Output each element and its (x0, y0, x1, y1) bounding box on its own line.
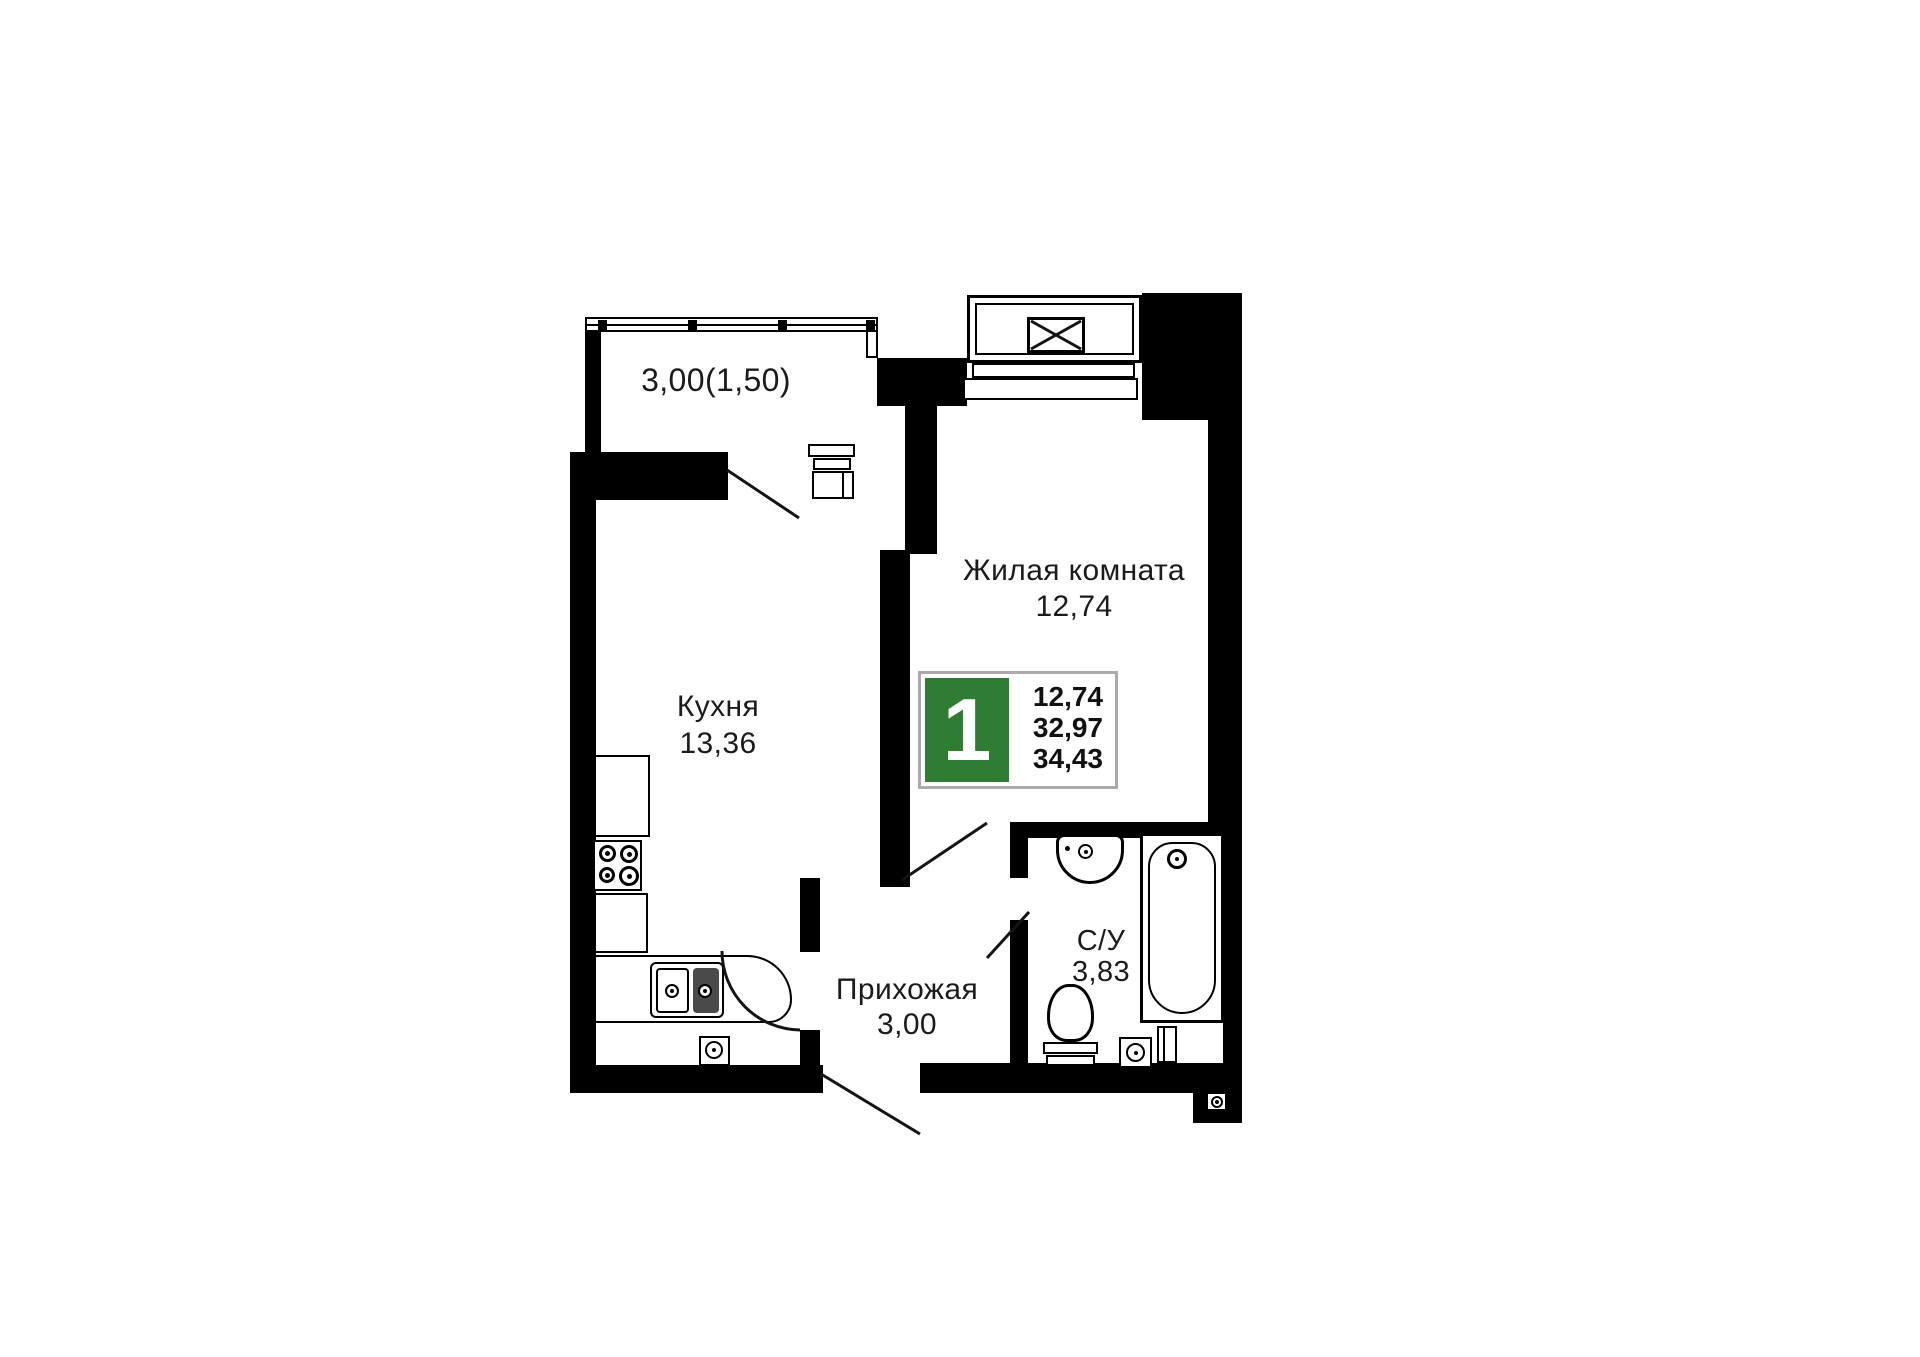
glazing-mullion (866, 320, 875, 331)
bathtub-basin (1148, 842, 1216, 1014)
bathroom-name: С/У (1076, 925, 1126, 957)
glazing-right-return (866, 330, 878, 358)
living-room-name: Жилая комната (963, 554, 1185, 587)
badge-living-area: 12,74 (1032, 681, 1103, 712)
entry-door-swing (820, 1072, 921, 1136)
stove-burner (620, 845, 638, 863)
sink-faucet (698, 984, 712, 998)
fridge-cabinet-icon (812, 471, 854, 499)
window-glazing-icon (585, 317, 878, 332)
living-door-swing (901, 821, 988, 882)
bathtub-icon (1140, 833, 1224, 1023)
kitchen-label: Кухня 13,36 (598, 688, 838, 762)
glazing-mullion (688, 320, 697, 331)
living-room-label: Жилая комната 12,74 (942, 553, 1206, 625)
sink-faucet (665, 984, 679, 998)
wall-bathroom-right (1223, 838, 1242, 1068)
hallway-name: Прихожая (835, 973, 979, 1006)
hallway-label: Прихожая 3,00 (787, 972, 1027, 1042)
window-sill-band-1 (972, 363, 1135, 378)
wall-right (1208, 420, 1242, 824)
fridge-cabinet-icon (808, 444, 855, 457)
wall-bathroom-left-upper (1010, 838, 1028, 878)
washing-machine-icon (1119, 1037, 1152, 1068)
balcony-area-label: 3,00(1,50) (591, 362, 841, 399)
stove-icon (593, 840, 642, 891)
badge-area-no-balcony: 32,97 (1032, 712, 1103, 743)
wall-kitchen-hall-lower (800, 1030, 820, 1067)
cabinet-divider (842, 473, 844, 497)
glazing-mid-line (587, 324, 876, 326)
balcony-area-value: 3,00(1,50) (641, 362, 791, 398)
badge-area-values: 12,74 32,97 34,43 (1033, 681, 1103, 774)
toilet-icon (1047, 984, 1094, 1042)
basin-faucet (1078, 844, 1093, 859)
kitchen-name: Кухня (676, 690, 760, 723)
rooms-count-badge: 1 (925, 678, 1009, 782)
wall-bottom-left (570, 1065, 823, 1093)
wall-top-middle (877, 358, 967, 406)
kitchen-sink-icon (650, 962, 724, 1018)
kitchen-cabinet-bottom (594, 893, 648, 953)
stove-burner (599, 867, 615, 883)
vent-shaft-icon (1027, 317, 1085, 353)
glazing-mullion (598, 320, 607, 331)
boiler-icon (1157, 1026, 1177, 1063)
glazing-mullion (778, 320, 787, 331)
stove-burner (619, 866, 639, 886)
badge-total-area: 34,43 (1032, 743, 1103, 774)
unit-info-badge: 1 12,74 32,97 34,43 (918, 671, 1118, 789)
washer-door (705, 1041, 723, 1059)
washbasin-icon (1056, 834, 1124, 884)
wall-kitchen-left (570, 452, 596, 1093)
kitchen-cabinet-top (594, 755, 650, 837)
wall-kitchen-hall-upper (800, 878, 820, 952)
wall-bottom-right (920, 1063, 1242, 1093)
wall-balcony-bottom (570, 452, 728, 500)
shaft-marker (1206, 1092, 1227, 1111)
wall-kitchen-living-upper (905, 406, 937, 554)
washing-machine-icon (699, 1036, 730, 1066)
wall-balcony-left (585, 317, 601, 457)
hallway-area: 3,00 (877, 1008, 937, 1041)
bathroom-area: 3,83 (1071, 956, 1131, 988)
living-room-area: 12,74 (1035, 590, 1113, 623)
washer-door (1126, 1043, 1145, 1062)
shaft-drain (1211, 1096, 1223, 1108)
boiler-line (1163, 1028, 1165, 1061)
fridge-cabinet-icon (813, 458, 851, 470)
bathroom-label: С/У 3,83 (1021, 926, 1181, 988)
toilet-tank (1043, 1042, 1098, 1054)
toilet-base (1046, 1055, 1095, 1066)
basin-dot (1065, 846, 1070, 851)
wall-top-right-block (1142, 293, 1242, 420)
kitchen-area: 13,36 (679, 727, 757, 760)
bathtub-drain (1167, 849, 1187, 869)
balcony-door-swing (726, 468, 800, 520)
wall-kitchen-living-lower (880, 550, 910, 887)
stove-burner (599, 845, 616, 862)
window-sill-band-2 (963, 378, 1138, 400)
